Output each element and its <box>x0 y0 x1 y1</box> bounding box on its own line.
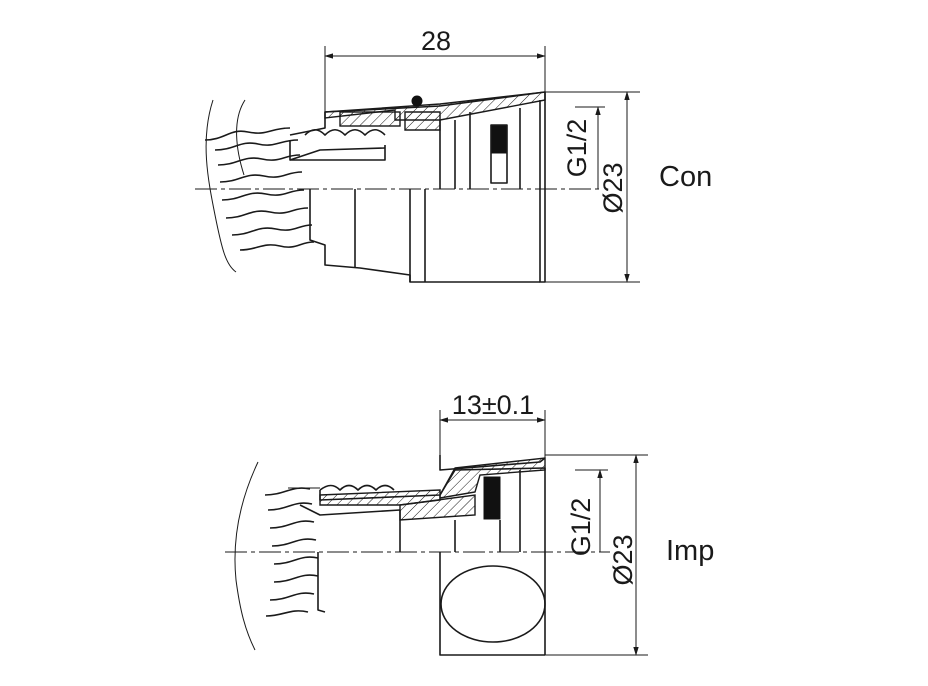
con-hose <box>204 99 315 273</box>
imp-thread-label: G1/2 <box>566 498 596 557</box>
imp-diameter-label: Ø23 <box>608 534 638 585</box>
imp-label: Imp <box>666 535 714 567</box>
imp-nut-face <box>440 565 546 643</box>
con-length-label: 28 <box>421 26 451 56</box>
imp-seal <box>483 476 501 520</box>
imp-body-lower <box>439 552 545 656</box>
con-thread-label: G1/2 <box>562 119 592 178</box>
con-seal <box>490 124 508 154</box>
imp-fitting: 13±0.1 G1/2 Ø23 Imp <box>225 390 714 656</box>
con-label: Con <box>659 161 712 193</box>
imp-length-label: 13±0.1 <box>452 390 534 420</box>
imp-hose <box>234 461 320 651</box>
con-diameter-label: Ø23 <box>598 162 628 213</box>
con-oring <box>411 95 423 107</box>
con-fitting: 28 G1/2 Ø23 Con <box>195 26 712 283</box>
